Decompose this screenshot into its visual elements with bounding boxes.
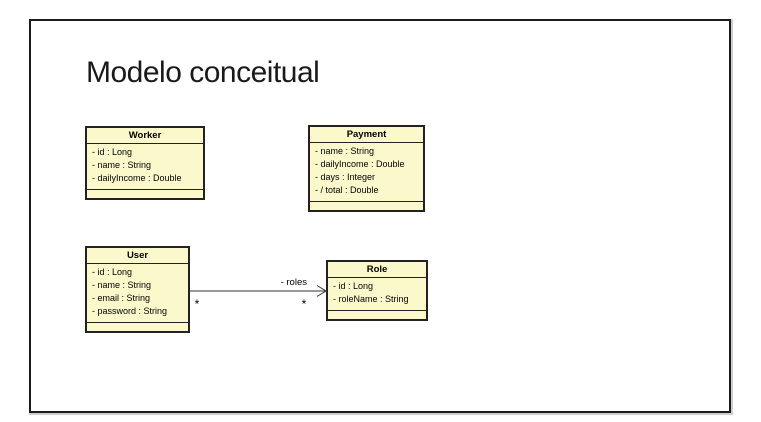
uml-attribute: - / total : Double: [315, 185, 379, 195]
uml-attribute: - name : String: [92, 160, 152, 170]
uml-class-payment-name: Payment: [310, 127, 423, 143]
uml-class-user: User - id : Long - name : String - email…: [85, 246, 190, 333]
uml-attribute: - dailyIncome : Double: [315, 159, 405, 169]
association-target-multiplicity: *: [302, 297, 307, 311]
uml-attribute: - password : String: [92, 306, 168, 316]
uml-class-role-attributes: - id : Long - roleName : String: [328, 278, 426, 310]
uml-attribute: - name : String: [315, 146, 375, 156]
uml-attribute: - id : Long: [333, 281, 374, 291]
uml-class-payment-operations-empty: [310, 201, 423, 210]
uml-attribute: - name : String: [92, 280, 152, 290]
uml-class-user-operations-empty: [87, 322, 188, 331]
uml-class-worker-operations-empty: [87, 189, 203, 198]
slide-border-frame: [29, 19, 731, 413]
association-open-arrowhead-icon: [316, 285, 327, 297]
uml-attribute: - email : String: [92, 293, 151, 303]
uml-class-payment: Payment - name : String - dailyIncome : …: [308, 125, 425, 212]
association-role-label: - roles: [281, 277, 308, 288]
uml-class-user-attributes: - id : Long - name : String - email : St…: [87, 264, 188, 322]
uml-class-worker-name: Worker: [87, 128, 203, 144]
association-user-role: - roles * *: [190, 277, 327, 311]
uml-attribute: - days : Integer: [315, 172, 376, 182]
uml-class-payment-attributes: - name : String - dailyIncome : Double -…: [310, 143, 423, 201]
uml-attribute: - roleName : String: [333, 294, 409, 304]
slide-title: Modelo conceitual: [86, 56, 320, 89]
uml-class-worker-attributes: - id : Long - name : String - dailyIncom…: [87, 144, 203, 189]
uml-class-worker: Worker - id : Long - name : String - dai…: [85, 126, 205, 200]
uml-attribute: - id : Long: [92, 147, 133, 157]
uml-class-user-name: User: [87, 248, 188, 264]
association-source-multiplicity: *: [195, 297, 200, 311]
uml-class-role-name: Role: [328, 262, 426, 278]
uml-attribute: - dailyIncome : Double: [92, 173, 182, 183]
uml-class-role: Role - id : Long - roleName : String: [326, 260, 428, 321]
uml-class-role-operations-empty: [328, 310, 426, 319]
uml-attribute: - id : Long: [92, 267, 133, 277]
